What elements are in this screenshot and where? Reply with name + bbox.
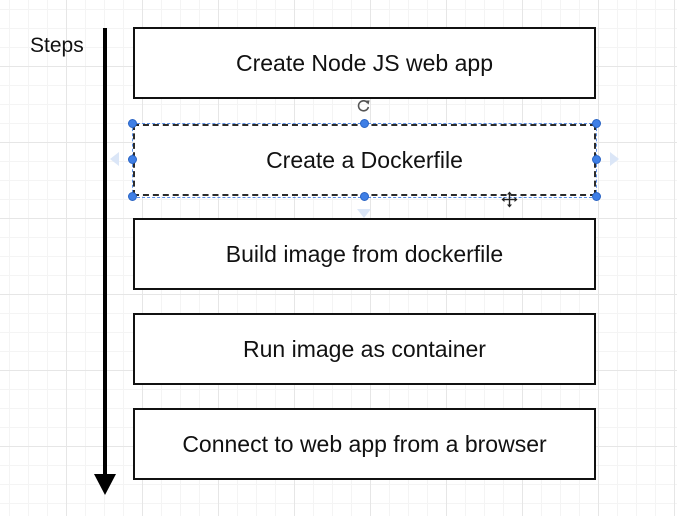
step-label-3: Build image from dockerfile (225, 240, 504, 267)
step-label-2: Create a Dockerfile (266, 146, 463, 173)
resize-handle-top-left[interactable] (128, 119, 137, 128)
rotate-icon[interactable] (356, 98, 371, 113)
step-box-1[interactable]: Create Node JS web app (133, 27, 596, 99)
step-label-4: Run image as container (243, 335, 486, 362)
move-cursor-icon (501, 191, 518, 208)
step-label-5: Connect to web app from a browser (182, 430, 547, 457)
resize-handle-right[interactable] (592, 155, 601, 164)
step-box-3[interactable]: Build image from dockerfile (133, 218, 596, 290)
resize-handle-bottom-left[interactable] (128, 192, 137, 201)
step-box-4[interactable]: Run image as container (133, 313, 596, 385)
resize-handle-top[interactable] (360, 119, 369, 128)
resize-handle-top-right[interactable] (592, 119, 601, 128)
steps-axis-label: Steps (30, 34, 84, 57)
step-box-5[interactable]: Connect to web app from a browser (133, 408, 596, 480)
resize-handle-bottom-right[interactable] (592, 192, 601, 201)
connect-arrow-down-icon[interactable] (357, 209, 371, 218)
resize-handle-bottom[interactable] (360, 192, 369, 201)
step-label-1: Create Node JS web app (236, 49, 493, 76)
step-box-2[interactable]: Create a Dockerfile (133, 124, 596, 196)
timeline-arrowhead (94, 474, 116, 495)
connect-arrow-left-icon[interactable] (110, 152, 119, 166)
connect-arrow-right-icon[interactable] (610, 152, 619, 166)
resize-handle-left[interactable] (128, 155, 137, 164)
